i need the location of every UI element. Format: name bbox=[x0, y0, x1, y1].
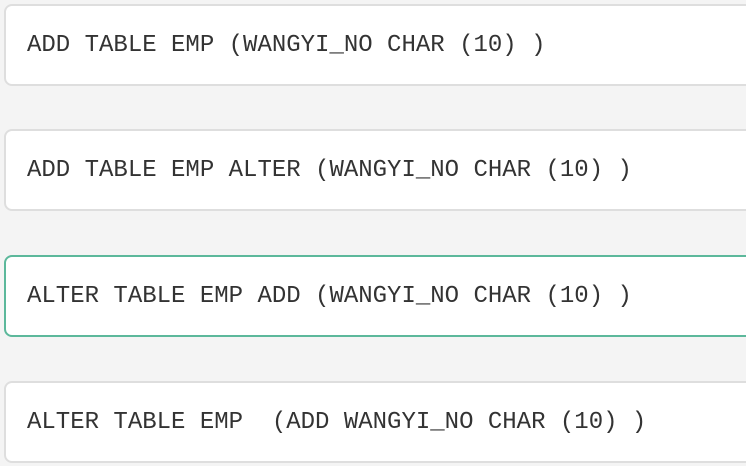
answer-option-1[interactable]: ADD TABLE EMP (WANGYI_NO CHAR (10) ) bbox=[4, 4, 746, 86]
answer-option-2[interactable]: ADD TABLE EMP ALTER (WANGYI_NO CHAR (10)… bbox=[4, 129, 746, 211]
answer-option-text: ADD TABLE EMP ALTER (WANGYI_NO CHAR (10)… bbox=[27, 156, 632, 184]
answer-option-3-selected[interactable]: ALTER TABLE EMP ADD (WANGYI_NO CHAR (10)… bbox=[4, 255, 746, 337]
answer-option-text: ALTER TABLE EMP ADD (WANGYI_NO CHAR (10)… bbox=[27, 282, 632, 310]
answer-option-4[interactable]: ALTER TABLE EMP (ADD WANGYI_NO CHAR (10)… bbox=[4, 381, 746, 463]
answer-option-text: ADD TABLE EMP (WANGYI_NO CHAR (10) ) bbox=[27, 31, 546, 59]
answer-option-text: ALTER TABLE EMP (ADD WANGYI_NO CHAR (10)… bbox=[27, 408, 647, 436]
